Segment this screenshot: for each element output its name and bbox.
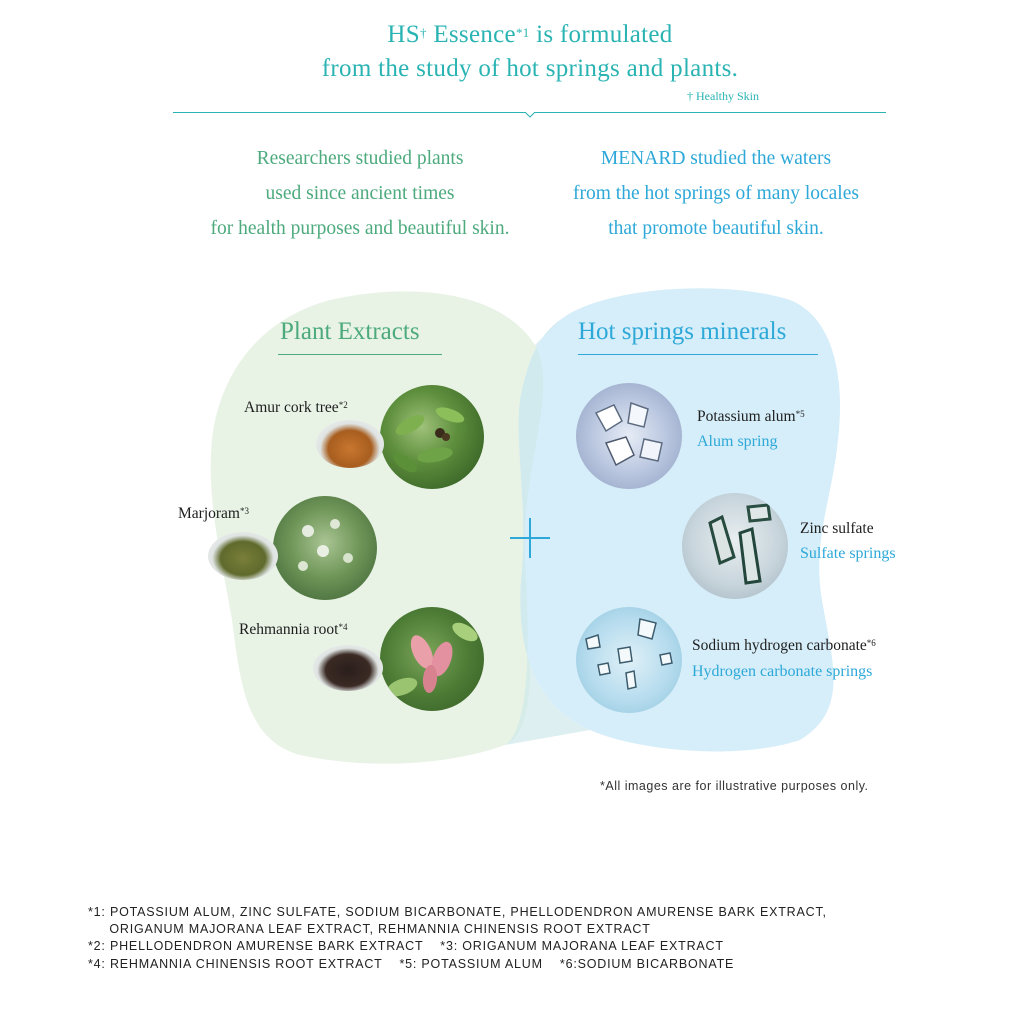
plant-item-rehmannia: Rehmannia root*4	[239, 621, 347, 639]
headline-essence: Essence	[426, 21, 516, 48]
crystal-icon	[585, 618, 673, 690]
mineral-name: Potassium alum	[697, 408, 796, 425]
crystal-icon	[594, 401, 663, 467]
plant-note: *4	[338, 622, 348, 632]
plant-name: Rehmannia root	[239, 621, 339, 638]
plant-note: *3	[239, 506, 249, 516]
mineral-note: *6	[866, 638, 876, 648]
plants-intro-line: for health purposes and beautiful skin.	[210, 218, 510, 239]
plant-item-marjoram: Marjoram*3	[178, 505, 249, 523]
headline-formulated: is formulated	[529, 21, 673, 48]
potassium-alum-photo	[576, 383, 682, 489]
plant-item-amur: Amur cork tree*2	[244, 399, 348, 417]
amur-bark-dish	[316, 420, 384, 468]
legal-footnote-line: *1: POTASSIUM ALUM, ZINC SULFATE, SODIUM…	[88, 905, 827, 919]
green-blob	[210, 291, 544, 764]
flower-icon	[386, 622, 478, 697]
rehmannia-flower-photo	[380, 607, 484, 711]
mineral-spring-alum: Alum spring	[697, 433, 778, 450]
blob-overlap	[505, 320, 590, 745]
plant-extracts-title: Plant Extracts	[280, 318, 420, 345]
divider-notch-icon	[525, 112, 535, 118]
plants-intro-line: used since ancient times	[265, 183, 455, 204]
mineral-name: Sodium hydrogen carbonate	[692, 637, 867, 654]
mineral-item-zinc-sulfate: Zinc sulfate	[800, 520, 874, 538]
waters-intro-line: MENARD studied the waters	[600, 148, 832, 169]
headline-dagger: †	[419, 25, 427, 40]
sodium-bicarbonate-photo	[576, 607, 682, 713]
headline-line-1: HS† Essence*1 is formulated	[0, 18, 1024, 52]
headline-note-1: *1	[515, 25, 530, 40]
plant-note: *2	[338, 400, 348, 410]
waters-intro: MENARD studied the waters from the hot s…	[516, 141, 916, 246]
legal-footnote-line: *4: REHMANNIA CHINENSIS ROOT EXTRACT *5:…	[88, 957, 735, 971]
plant-name: Amur cork tree	[244, 399, 339, 416]
rehmannia-root-dish	[313, 645, 383, 691]
illustrative-disclaimer: *All images are for illustrative purpose…	[600, 779, 869, 793]
healthy-skin-note: † Healthy Skin	[687, 89, 759, 103]
marjoram-plant-photo	[273, 496, 377, 600]
mineral-item-potassium-alum: Potassium alum*5	[697, 408, 805, 426]
legal-footnote-line: ORIGANUM MAJORANA LEAF EXTRACT, REHMANNI…	[88, 922, 651, 936]
waters-intro-line: that promote beautiful skin.	[608, 218, 824, 239]
legal-footnote-line: *2: PHELLODENDRON AMURENSE BARK EXTRACT …	[88, 939, 724, 953]
plants-intro: Researchers studied plants used since an…	[160, 141, 560, 246]
zinc-sulfate-photo	[682, 493, 788, 599]
minerals-title: Hot springs minerals	[578, 318, 787, 345]
marjoram-dried-dish	[208, 532, 278, 580]
headline-hs: HS	[387, 21, 420, 48]
plus-icon: +	[510, 518, 550, 558]
waters-intro-line: from the hot springs of many locales	[573, 183, 859, 204]
headline-line-2: from the study of hot springs and plants…	[321, 55, 739, 82]
plant-extracts-underline	[278, 354, 442, 355]
mineral-spring-sulfate: Sulfate springs	[800, 545, 896, 562]
plant-name: Marjoram	[178, 505, 240, 522]
herb-icon	[298, 519, 353, 571]
mineral-spring-hydrogen-carbonate: Hydrogen carbonate springs	[692, 663, 873, 680]
blue-blob	[518, 288, 841, 752]
crystal-icon	[708, 503, 772, 585]
mineral-name: Zinc sulfate	[800, 520, 874, 537]
mineral-item-sodium-bicarbonate: Sodium hydrogen carbonate*6	[692, 637, 876, 655]
amur-leaves-photo	[380, 385, 484, 489]
leaf-icon	[393, 407, 465, 473]
minerals-underline	[578, 354, 818, 355]
plants-intro-line: Researchers studied plants	[256, 148, 464, 169]
mineral-note: *5	[795, 409, 805, 419]
